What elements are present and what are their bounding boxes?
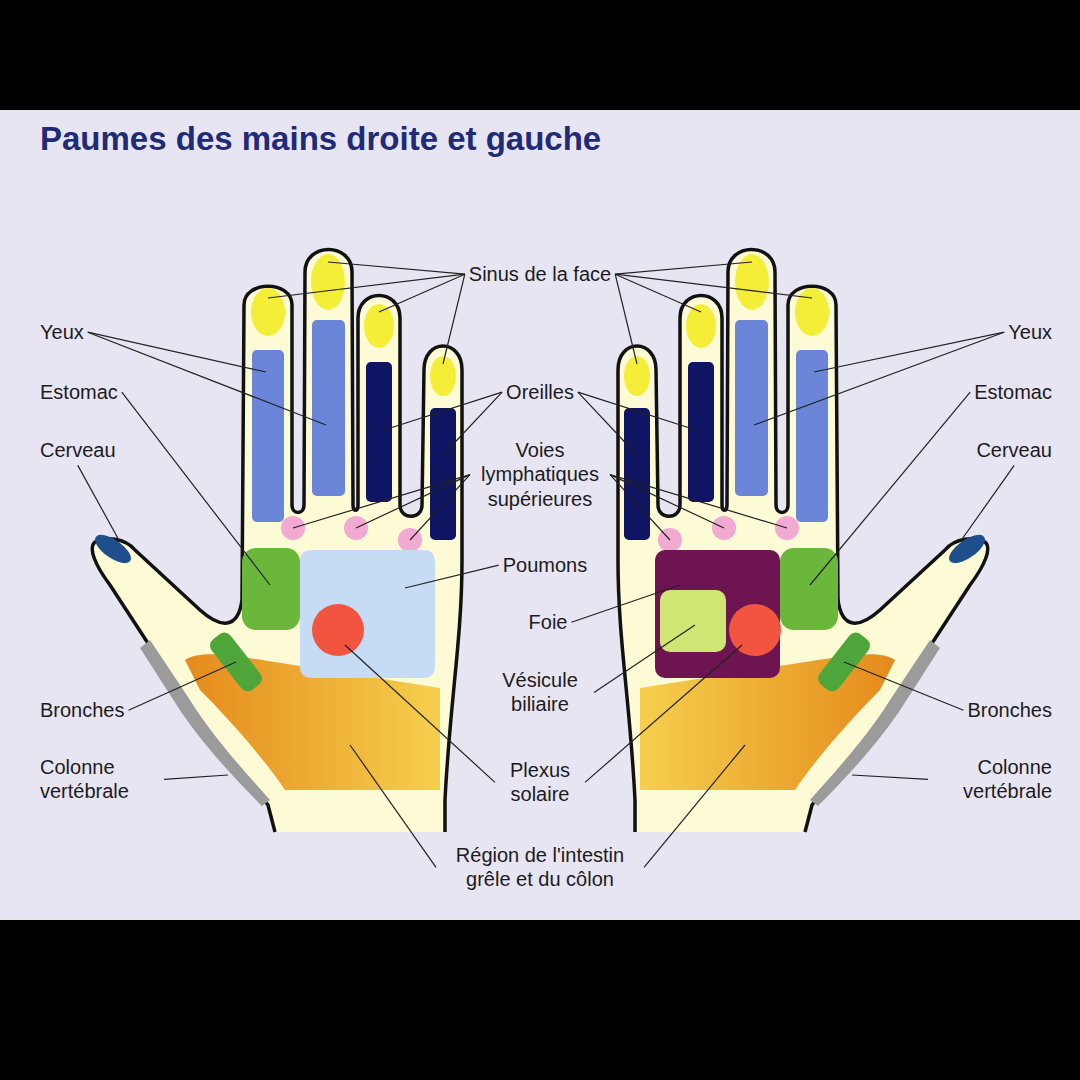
solar-plexus-zone <box>729 604 781 656</box>
leader-line <box>615 274 637 364</box>
leader-line <box>164 775 228 779</box>
leader-line <box>88 332 266 372</box>
organ-label: Région de l'intestin grêle et du côlon <box>440 843 640 892</box>
leader-line <box>754 332 1004 425</box>
leader-line <box>594 625 695 692</box>
organ-label: Bronches <box>968 698 1053 722</box>
organ-label: Bronches <box>40 698 125 722</box>
leader-line <box>356 475 470 528</box>
leader-line <box>844 662 964 710</box>
leader-line <box>293 475 470 528</box>
leader-line <box>644 745 745 867</box>
leader-line <box>345 645 495 782</box>
leader-line <box>350 745 436 867</box>
title: Paumes des mains droite et gauche <box>40 120 601 158</box>
organ-label: Yeux <box>40 320 84 344</box>
organ-label: Estomac <box>974 380 1052 404</box>
leader-line <box>122 392 270 585</box>
leader-line <box>379 274 465 312</box>
leader-line <box>129 662 237 710</box>
leader-line <box>443 274 465 364</box>
organ-label: Sinus de la face <box>469 262 611 286</box>
organ-label: Foie <box>529 610 568 634</box>
liver-zone <box>655 550 780 678</box>
leader-line <box>610 475 787 528</box>
organ-label: Cerveau <box>976 438 1052 462</box>
leader-line <box>615 274 812 298</box>
leader-line <box>615 262 752 274</box>
leader-line <box>88 332 326 425</box>
leader-line <box>610 475 670 540</box>
solar-plexus-zone <box>312 604 364 656</box>
leader-line <box>610 475 724 528</box>
gallbladder-zone <box>660 590 726 652</box>
leader-line <box>585 645 742 782</box>
leader-line <box>960 465 1014 542</box>
organ-label: Colonne vertébrale <box>932 755 1052 804</box>
leader-line <box>405 565 499 588</box>
organ-label: Yeux <box>1008 320 1052 344</box>
organ-label: Cerveau <box>40 438 116 462</box>
leader-line <box>268 274 465 298</box>
organ-label: Colonne vertébrale <box>40 755 160 804</box>
leader-line <box>814 332 1004 372</box>
organ-label: Vésicule biliaire <box>490 668 590 717</box>
organ-label: Plexus solaire <box>499 758 581 807</box>
leader-line <box>571 585 680 622</box>
leader-line <box>78 465 120 542</box>
leader-line <box>443 392 502 455</box>
organ-label: Oreilles <box>506 380 574 404</box>
organ-label: Poumons <box>503 553 588 577</box>
leader-line <box>615 274 701 312</box>
leader-line <box>578 392 696 430</box>
leader-line <box>410 475 470 540</box>
organ-label: Voies lymphatiques supérieures <box>474 438 606 511</box>
leader-line <box>328 262 465 274</box>
lungs-zone <box>300 550 435 678</box>
organ-label: Estomac <box>40 380 118 404</box>
leader-line <box>810 392 970 585</box>
leader-line <box>852 775 928 779</box>
